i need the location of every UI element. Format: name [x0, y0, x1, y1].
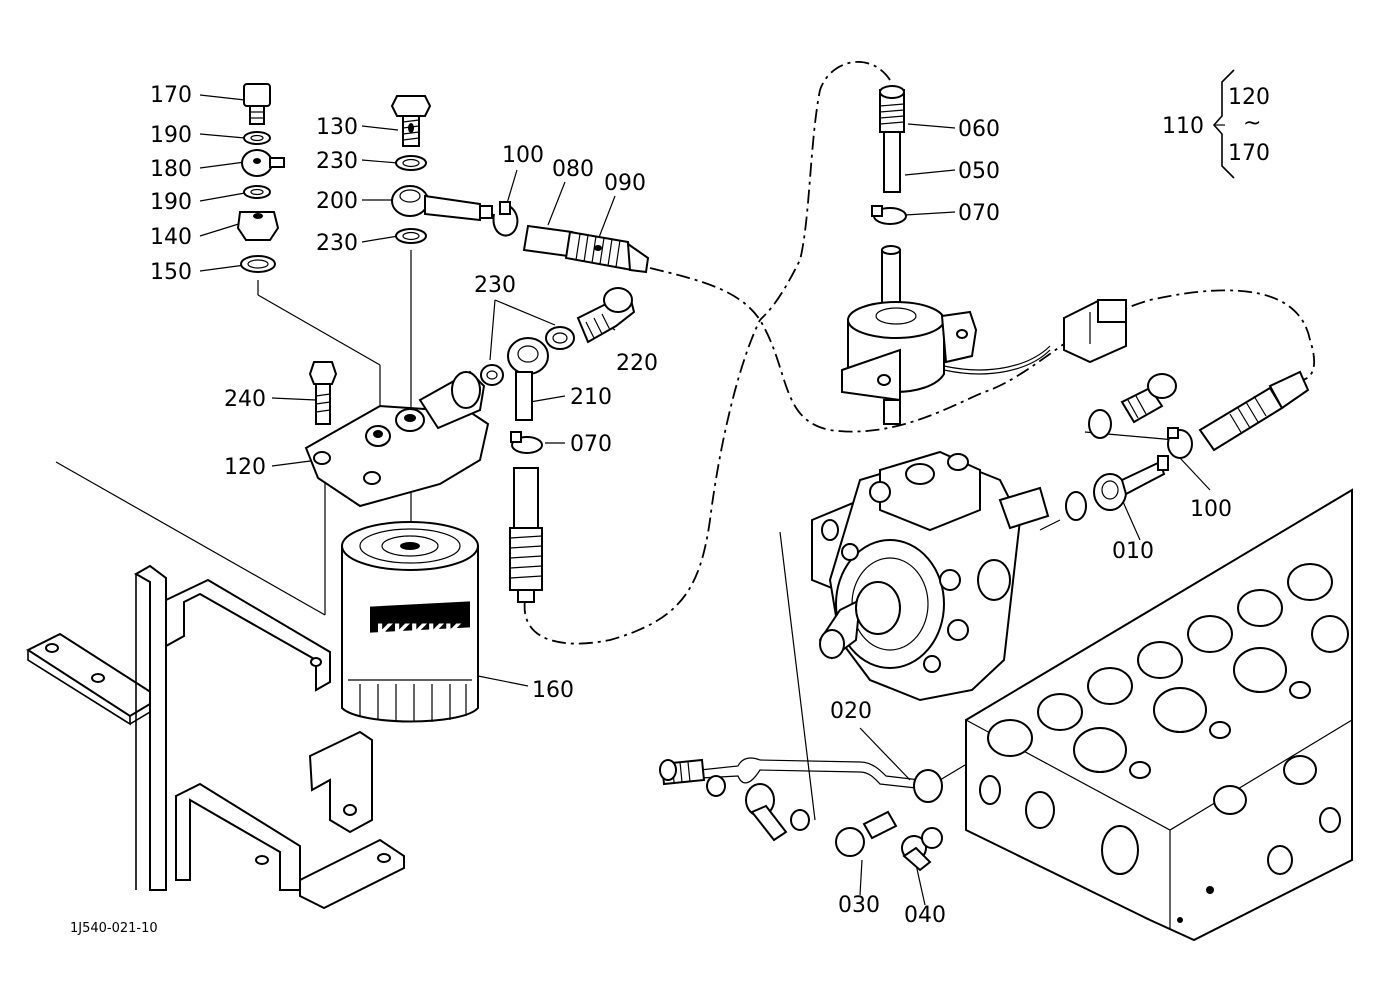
- clamp-100-left: [492, 201, 519, 237]
- callout-220: 220: [616, 351, 658, 376]
- callout-170: 170: [150, 83, 192, 108]
- washer-hole: [486, 370, 498, 380]
- callout-190-lower: 190: [150, 190, 192, 215]
- clamp-040: [901, 827, 943, 872]
- fuel-filter-160: KKKKK Kubota: [341, 521, 479, 723]
- group-range-end: 170: [1228, 141, 1270, 166]
- washer-230-right: [545, 326, 575, 350]
- callout-070-right: 070: [958, 201, 1000, 226]
- callout-120: 120: [224, 455, 266, 480]
- callout-180: 180: [150, 157, 192, 182]
- return-hose-right: [1198, 370, 1310, 452]
- o-ring-150: [240, 255, 276, 273]
- banjo-bolt-170: [243, 83, 271, 125]
- washer-hole: [402, 158, 420, 168]
- cylinder-head: [965, 488, 1353, 942]
- callout-040: 040: [904, 903, 946, 928]
- callout-230-right: 230: [474, 273, 516, 298]
- callout-150: 150: [150, 260, 192, 285]
- banjo-fitting-210: [507, 337, 549, 421]
- fuel-line-lower: [523, 319, 761, 645]
- washer-230-left: [480, 364, 504, 386]
- callout-090: 090: [604, 171, 646, 196]
- washer-hole: [250, 134, 264, 142]
- callout-210: 210: [570, 385, 612, 410]
- filter-kkk-mark: KKKKK: [376, 621, 462, 646]
- callout-140: 140: [150, 225, 192, 250]
- washer-230-lower: [395, 228, 427, 244]
- injection-pump: [811, 450, 1050, 702]
- o-ring-hole: [247, 259, 269, 269]
- bolt-030: [835, 810, 898, 857]
- callout-060: 060: [958, 117, 1000, 142]
- washer-190-upper: [243, 131, 271, 145]
- adapter-140: [236, 211, 280, 241]
- fuel-hose-080: [522, 224, 574, 258]
- callout-030: 030: [838, 893, 880, 918]
- callout-020: 020: [830, 699, 872, 724]
- fuel-line-return: [649, 267, 1315, 433]
- group-range-symbol: ~: [1243, 111, 1261, 136]
- clamp-070-left: [510, 431, 543, 454]
- banjo-fitting-200: [391, 185, 493, 222]
- filter-head-120: [304, 370, 490, 508]
- washer-hole: [250, 188, 264, 196]
- callout-080: 080: [552, 157, 594, 182]
- group-range-start: 120: [1228, 85, 1270, 110]
- drawing-number: 1J540-021-10: [70, 921, 158, 936]
- callout-010: 010: [1112, 539, 1154, 564]
- callout-100-left: 100: [502, 143, 544, 168]
- washer-hole: [552, 332, 568, 344]
- callout-070-left: 070: [570, 432, 612, 457]
- callout-160: 160: [532, 678, 574, 703]
- callout-190-upper: 190: [150, 123, 192, 148]
- banjo-bolt-220: [576, 287, 636, 344]
- callout-050: 050: [958, 159, 1000, 184]
- callout-230-upper: 230: [316, 149, 358, 174]
- fuel-pump-assembly: [841, 85, 1127, 425]
- pipe-020: [659, 757, 943, 842]
- leader-lines: [199, 94, 1225, 906]
- callout-230-lower: 230: [316, 231, 358, 256]
- callout-130: 130: [316, 115, 358, 140]
- callout-100-right: 100: [1190, 497, 1232, 522]
- clamp-100-right: [1167, 427, 1193, 459]
- callout-240: 240: [224, 387, 266, 412]
- banjo-fitting-010: [1065, 455, 1169, 521]
- banjo-bolt-right: [1088, 373, 1177, 439]
- bolt-240: [308, 361, 338, 425]
- callout-200: 200: [316, 189, 358, 214]
- banjo-bolt-130: [390, 95, 432, 147]
- washer-230-upper: [395, 155, 427, 171]
- washer-190-lower: [243, 185, 271, 199]
- banjo-fitting-180: [241, 149, 285, 177]
- filter-brand-label: Kubota: [392, 607, 437, 622]
- fuel-line-upper: [759, 61, 891, 321]
- assembly-lines: [55, 250, 1176, 821]
- group-bracket: [1212, 69, 1235, 179]
- group-label: 110: [1162, 114, 1204, 139]
- clamp-070-right: [871, 205, 907, 225]
- mounting-bracket: [25, 564, 405, 910]
- fuel-hose-lower: [509, 467, 543, 603]
- washer-hole: [402, 231, 420, 241]
- hose-protector-090: [564, 230, 650, 274]
